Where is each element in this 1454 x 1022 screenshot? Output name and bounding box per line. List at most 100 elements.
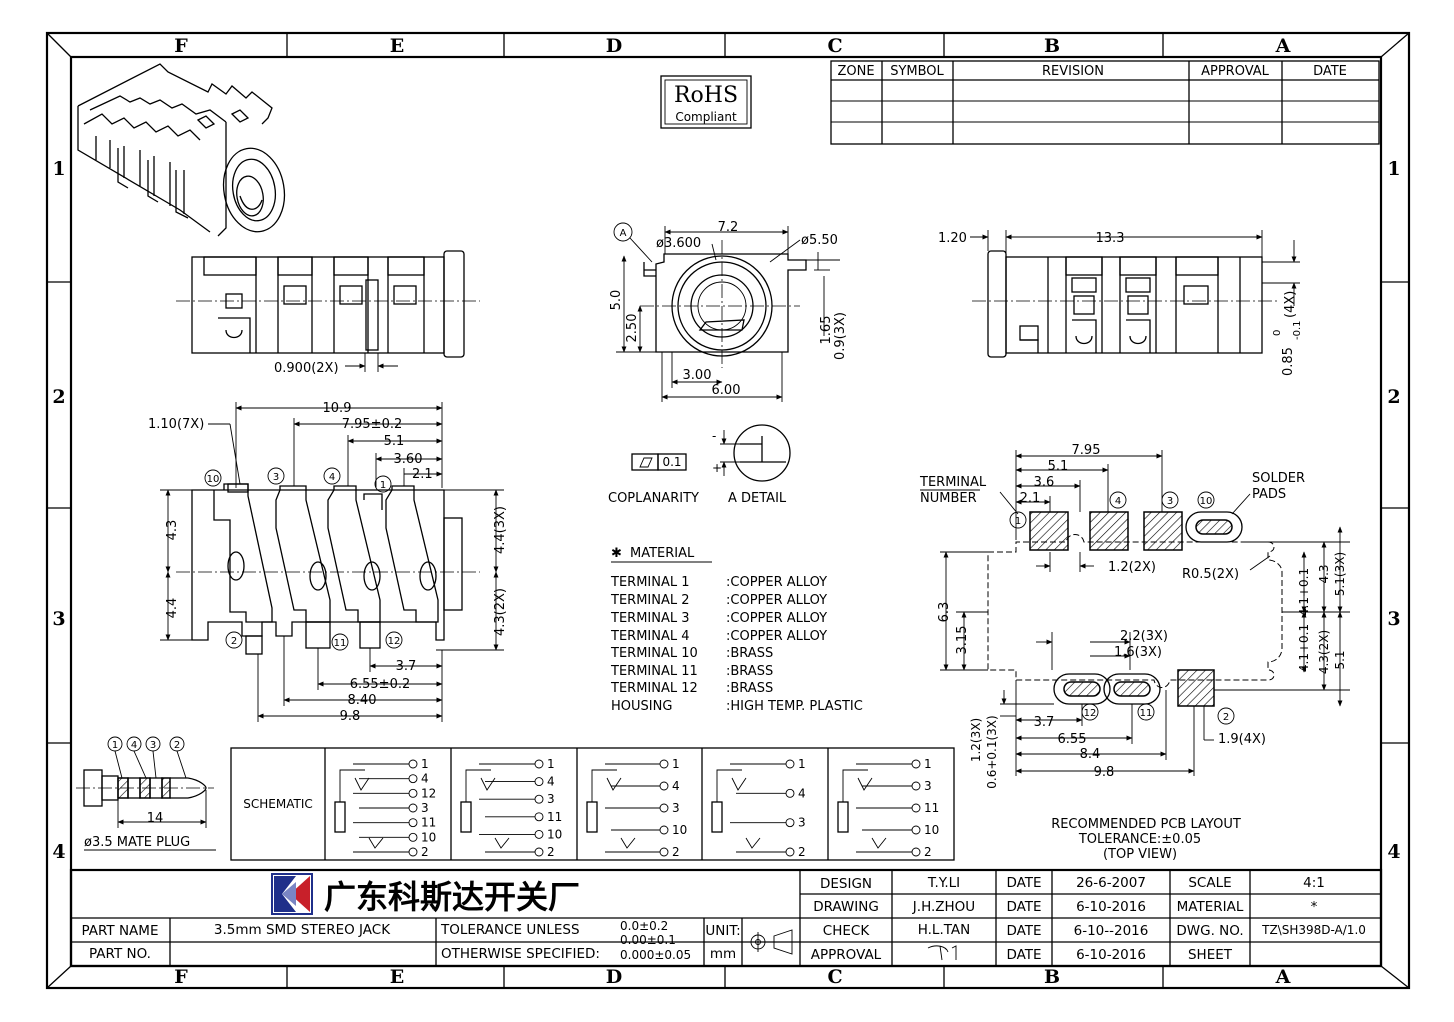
dim-front-half-height: 2.50 bbox=[625, 314, 640, 343]
pcb-dim-84: 8.4 bbox=[1080, 747, 1101, 762]
schematic-terminal-label: 3 bbox=[547, 792, 555, 806]
bottom-terminal-2: 2 bbox=[231, 636, 237, 647]
pcb-solder-label-1: SOLDER bbox=[1252, 471, 1305, 486]
bottom-terminal-10: 10 bbox=[207, 474, 220, 485]
schematic-terminal-label: 4 bbox=[798, 786, 806, 800]
col-label-e-bottom: E bbox=[390, 966, 404, 988]
title-block: 广东科斯达开关厂 DESIGN T.Y.LI DRAWING J.H.ZHOU … bbox=[69, 868, 1383, 968]
row-label-2-right: 2 bbox=[1387, 386, 1400, 408]
side-view-left: 0.900(2X) bbox=[176, 250, 480, 376]
schematic-terminal bbox=[659, 803, 669, 813]
pcb-dim-12-3x: 1.2(3X) bbox=[969, 718, 983, 762]
pcb-solder-label-2: PADS bbox=[1252, 487, 1286, 502]
pcb-terminal-4: 4 bbox=[1115, 496, 1121, 507]
schematic-body bbox=[460, 801, 472, 833]
material-mat-housing: :HIGH TEMP. PLASTIC bbox=[726, 699, 863, 714]
rev-header-zone: ZONE bbox=[837, 64, 874, 79]
dim-front-600: 6.00 bbox=[712, 383, 741, 398]
schematic-body bbox=[586, 801, 598, 833]
schematic-terminal-label: 3 bbox=[421, 801, 429, 815]
row-label-2: 2 bbox=[52, 386, 65, 408]
scale-label: SCALE bbox=[1188, 875, 1231, 891]
schematic-body bbox=[334, 801, 346, 833]
material-mat-11: :BRASS bbox=[726, 664, 773, 679]
material-mat-12: :BRASS bbox=[726, 681, 773, 696]
svg-text:+: + bbox=[712, 461, 722, 475]
schematic-terminal-label: 3 bbox=[672, 801, 680, 815]
col-label-b-bottom: B bbox=[1044, 966, 1060, 988]
schematic-terminal bbox=[408, 818, 418, 828]
date-label-4: DATE bbox=[1006, 947, 1041, 963]
schematic-terminal-label: 11 bbox=[547, 810, 562, 824]
dwg-label: DWG. NO. bbox=[1176, 923, 1243, 939]
company-name: 广东科斯达开关厂 bbox=[324, 878, 580, 916]
dim-right-085-tol-bot: -0.1 bbox=[1292, 320, 1303, 340]
schematic-terminal-label: 10 bbox=[547, 827, 562, 841]
schematic-terminal-label: 2 bbox=[924, 845, 932, 859]
schematic-terminal-label: 1 bbox=[547, 757, 555, 771]
row-label-4: 4 bbox=[52, 841, 65, 863]
rohs-stamp: RoHS Compliant bbox=[660, 75, 752, 129]
schematic-terminal-label: 2 bbox=[421, 845, 429, 859]
schematic-terminal bbox=[785, 759, 795, 769]
pcb-dim-51-bot: 5.1 bbox=[1333, 650, 1347, 669]
schematic-terminal bbox=[911, 847, 921, 857]
pcb-dim-06: 0.6+0.1(3X) bbox=[985, 715, 999, 788]
check-label: CHECK bbox=[823, 923, 871, 939]
schematic-terminal bbox=[534, 812, 544, 822]
schematic-contacts bbox=[465, 769, 510, 849]
schematic-terminal-label: 10 bbox=[924, 823, 939, 837]
schematic-terminal-label: 10 bbox=[421, 830, 436, 844]
pcb-dim-655: 6.55 bbox=[1058, 732, 1087, 747]
bottom-terminal-4: 4 bbox=[329, 472, 335, 483]
material-mat-4: :COPPER ALLOY bbox=[726, 629, 827, 644]
approval-label: APPROVAL bbox=[811, 947, 882, 963]
schematic-terminal-label: 3 bbox=[924, 779, 932, 793]
schematic-terminal bbox=[408, 774, 418, 784]
dim-bottom-37: 3.7 bbox=[396, 659, 417, 674]
pcb-dim-16: 1.6(3X) bbox=[1114, 645, 1162, 660]
plug-ring-2: 2 bbox=[174, 740, 180, 751]
schematic-terminal bbox=[911, 759, 921, 769]
rev-header-approval: APPROVAL bbox=[1201, 64, 1270, 79]
col-label-e: E bbox=[390, 35, 404, 57]
pcb-dim-43-2x: 4.3(2X) bbox=[1317, 630, 1331, 674]
part-name-label: PART NAME bbox=[82, 923, 159, 939]
dim-bottom-43: 4.3 bbox=[165, 520, 180, 541]
schematic-contacts bbox=[842, 769, 887, 849]
dim-right-120: 1.20 bbox=[938, 231, 967, 246]
pcb-terminal-label-2: NUMBER bbox=[920, 491, 977, 506]
pcb-dim-41-top: 4.1+0.1 bbox=[1297, 568, 1311, 616]
schematic-body bbox=[837, 801, 849, 833]
plug-caption: ø3.5 MATE PLUG bbox=[84, 835, 190, 850]
material-part-10: TERMINAL 10 bbox=[610, 646, 698, 661]
dim-bottom-655: 6.55±0.2 bbox=[350, 677, 411, 692]
date-value-design: 26-6-2007 bbox=[1076, 875, 1146, 891]
drawing-label: DRAWING bbox=[813, 899, 879, 915]
dim-front-dia-large: ø5.50 bbox=[801, 233, 838, 248]
schematic-terminal bbox=[534, 759, 544, 769]
schematic-terminal bbox=[785, 788, 795, 798]
col-label-b: B bbox=[1044, 35, 1060, 57]
col-label-c: C bbox=[827, 35, 842, 57]
pcb-pad-2 bbox=[1177, 669, 1215, 707]
dim-front-height: 5.0 bbox=[609, 290, 624, 311]
isometric-view bbox=[77, 63, 286, 237]
rev-header-symbol: SYMBOL bbox=[890, 64, 944, 79]
dim-front-300: 3.00 bbox=[683, 368, 712, 383]
schematic-contacts bbox=[591, 769, 636, 849]
material-mat-10: :BRASS bbox=[726, 646, 773, 661]
pcb-layout: 7.95 5.1 3.6 2.1 1.2(2X) R0.5(2X) TERMIN… bbox=[919, 443, 1350, 862]
dim-bottom-109: 10.9 bbox=[323, 401, 352, 416]
part-no-label: PART NO. bbox=[89, 946, 151, 962]
dim-bottom-840: 8.40 bbox=[348, 693, 377, 708]
rohs-title: RoHS bbox=[674, 83, 738, 108]
schematic-terminal-label: 11 bbox=[421, 816, 436, 830]
unit-value: mm bbox=[710, 946, 736, 962]
material-table: ✱ MATERIAL TERMINAL 1 :COPPER ALLOY TERM… bbox=[610, 546, 863, 714]
schematic-terminal-label: 2 bbox=[547, 845, 555, 859]
side-view-right: 1.20 13.3 0.85 0 -0.1 (4X) bbox=[938, 230, 1303, 376]
schematic-terminal bbox=[408, 788, 418, 798]
pcb-pad-10 bbox=[1185, 511, 1243, 543]
schematic-terminal bbox=[534, 847, 544, 857]
